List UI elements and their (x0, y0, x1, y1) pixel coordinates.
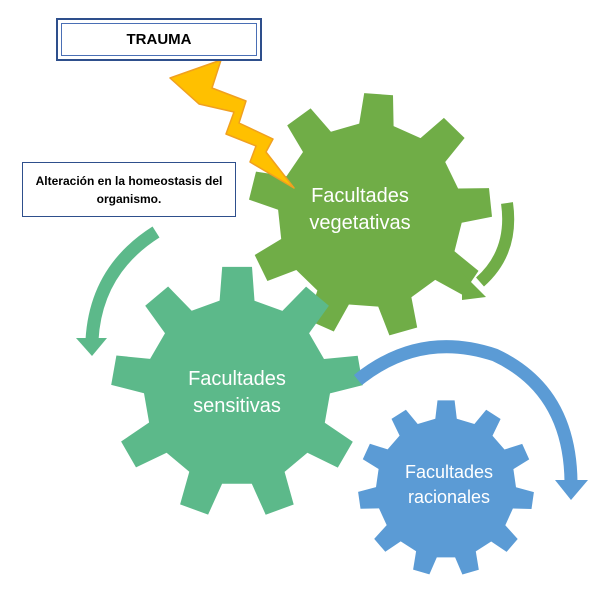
gear-rational (358, 400, 534, 575)
trauma-box: TRAUMA (56, 18, 262, 61)
gear-vegetative (249, 93, 492, 336)
trauma-label: TRAUMA (126, 31, 192, 48)
arrow-vegetative-to-sensitive (76, 226, 160, 356)
homeostasis-alteration-label: Alteración en la homeostasis del organis… (35, 173, 223, 206)
arrow-vegetative-loop (462, 202, 515, 300)
gear-vegetative-label-2: vegetativas (309, 212, 410, 234)
gear-rational-label-1: Facultades (405, 462, 493, 482)
gear-sensitive-label-1: Facultades (188, 368, 286, 390)
lightning-bolt-icon (169, 59, 295, 189)
homeostasis-alteration-box: Alteración en la homeostasis del organis… (22, 162, 236, 217)
gear-rational-label-2: racionales (408, 487, 490, 507)
arrow-sensitive-to-rational (353, 340, 588, 500)
gear-vegetative-label-1: Facultades (311, 185, 409, 207)
gear-sensitive (111, 266, 363, 515)
gear-sensitive-label-2: sensitivas (193, 395, 281, 417)
